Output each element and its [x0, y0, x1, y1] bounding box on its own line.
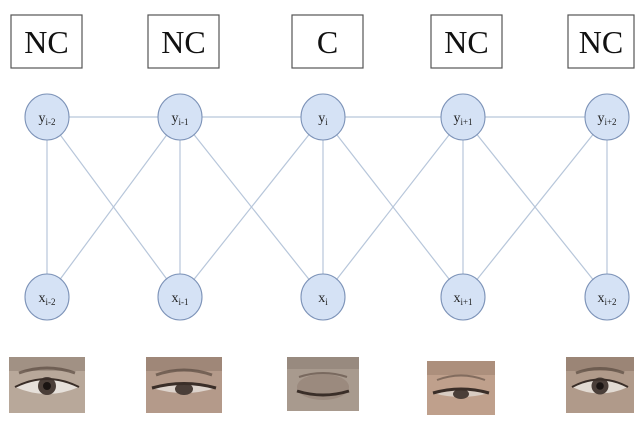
svg-text:xi+2: xi+2 [597, 291, 616, 307]
svg-text:xi+1: xi+1 [453, 291, 472, 307]
svg-text:xi-2: xi-2 [39, 291, 56, 307]
label-text: NC [161, 24, 205, 60]
svg-text:yi+1: yi+1 [453, 111, 472, 127]
y-node-row: yi-2 yi-1 yi yi+1 yi+2 [24, 93, 630, 141]
label-box: NC [430, 14, 503, 69]
node-subscript: i-1 [179, 117, 189, 127]
node-base: x [318, 291, 325, 306]
x-node-row: xi-2 xi-1 xi xi+1 xi+2 [24, 273, 630, 321]
eye-image-row [9, 357, 634, 415]
node-subscript: i+2 [604, 117, 616, 127]
svg-text:xi: xi [318, 291, 328, 307]
label-box: NC [10, 14, 83, 69]
y-node: yi+1 [440, 93, 486, 141]
node-subscript: i-1 [179, 297, 189, 307]
y-node: yi-1 [157, 93, 203, 141]
svg-text:yi+2: yi+2 [597, 111, 616, 127]
x-node: xi-1 [157, 273, 203, 321]
node-base: x [172, 291, 179, 306]
label-row: NC NC C NC NC [10, 14, 635, 69]
edge-y2-x1 [179, 116, 324, 298]
y-node: yi [300, 93, 346, 141]
y-node: yi-2 [24, 93, 70, 141]
edge-y1-x0 [46, 116, 181, 298]
eye-image-open [566, 357, 634, 413]
node-base: y [172, 111, 179, 126]
svg-text:yi: yi [318, 111, 328, 127]
label-text: NC [24, 24, 68, 60]
node-subscript: i+2 [604, 297, 616, 307]
node-subscript: i-2 [46, 297, 56, 307]
node-base: y [318, 111, 325, 126]
y-node: yi+2 [584, 93, 630, 141]
node-base: y [597, 111, 604, 126]
label-box: NC [147, 14, 220, 69]
eye-image-half-open [427, 361, 495, 415]
node-base: y [39, 111, 46, 126]
label-box: NC [567, 14, 635, 69]
svg-text:xi-1: xi-1 [172, 291, 189, 307]
node-subscript: i+1 [460, 297, 472, 307]
node-subscript: i+1 [460, 117, 472, 127]
eye-image-half-open [146, 357, 222, 413]
label-text: NC [579, 24, 623, 60]
x-node: xi-2 [24, 273, 70, 321]
x-node: xi+2 [584, 273, 630, 321]
svg-text:yi-2: yi-2 [39, 111, 56, 127]
x-node: xi [300, 273, 346, 321]
node-base: y [453, 111, 460, 126]
node-base: x [597, 291, 604, 306]
node-subscript: i-2 [46, 117, 56, 127]
node-subscript: i [325, 117, 328, 127]
node-base: x [39, 291, 46, 306]
node-subscript: i [325, 297, 328, 307]
edge-y4-x3 [462, 116, 608, 298]
eye-image-closed [287, 357, 359, 411]
graph-edges [46, 116, 608, 298]
edge-y3-x2 [322, 116, 464, 298]
label-text: C [317, 24, 338, 60]
eye-image-open [9, 357, 85, 413]
label-box: C [291, 14, 364, 69]
node-base: x [453, 291, 460, 306]
svg-text:yi-1: yi-1 [172, 111, 189, 127]
label-text: NC [444, 24, 488, 60]
x-node: xi+1 [440, 273, 486, 321]
